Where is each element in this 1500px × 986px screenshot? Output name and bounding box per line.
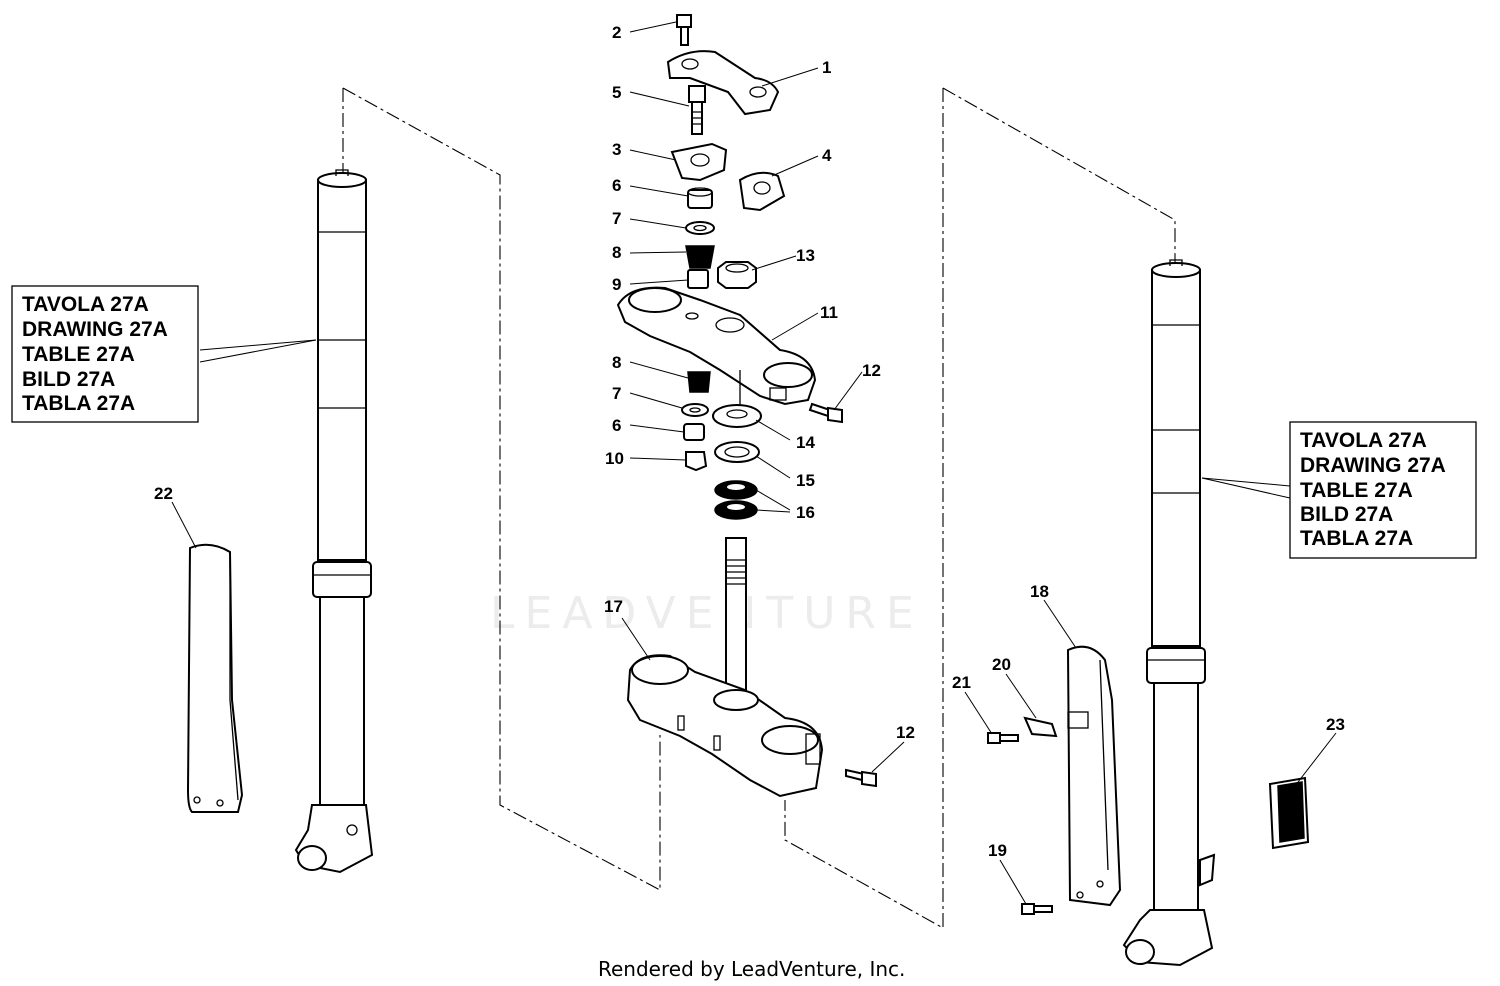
- bushing-6-lower[interactable]: [683, 423, 705, 441]
- brake-hose-clamp-20[interactable]: [1023, 716, 1058, 738]
- callout-11: 11: [820, 303, 838, 322]
- callout-17: 17: [604, 597, 623, 616]
- callout-8: 8: [612, 243, 621, 262]
- screw-21[interactable]: [987, 732, 1019, 744]
- callout-4: 4: [822, 146, 832, 165]
- ref-right-line-5: TABLA 27A: [1300, 527, 1413, 550]
- ref-right-line-2: DRAWING 27A: [1300, 454, 1446, 477]
- ref-left-line-1: TAVOLA 27A: [22, 293, 149, 316]
- callout-15: 15: [796, 471, 815, 490]
- callout-21: 21: [952, 673, 971, 692]
- ref-left-line-5: TABLA 27A: [22, 392, 135, 415]
- ref-right-line-3: TABLE 27A: [1300, 479, 1413, 502]
- right-fork-leg[interactable]: [1122, 259, 1216, 967]
- callout-14: 14: [796, 433, 815, 452]
- bearing-16[interactable]: [714, 480, 758, 520]
- right-fork-guard[interactable]: [1066, 645, 1122, 907]
- callout-9: 9: [612, 275, 621, 294]
- bolt-12-upper[interactable]: [808, 402, 843, 424]
- reference-box-right: TAVOLA 27A DRAWING 27A TABLE 27A BILD 27…: [1289, 421, 1477, 559]
- bushing-6-upper[interactable]: [687, 187, 713, 209]
- leader-lines: [171, 21, 1337, 905]
- ref-left-line-3: TABLE 27A: [22, 343, 135, 366]
- rubber-damper-8-lower[interactable]: [687, 371, 711, 393]
- callout-6: 6: [612, 416, 621, 435]
- bearing-15[interactable]: [714, 441, 760, 463]
- callout-7: 7: [612, 384, 621, 403]
- stem-nut-13[interactable]: [717, 261, 757, 289]
- reference-box-left: TAVOLA 27A DRAWING 27A TABLE 27A BILD 27…: [11, 285, 199, 423]
- watermark: LEADVENTURE: [490, 588, 924, 639]
- lower-triple-clamp-17[interactable]: [626, 537, 824, 798]
- dust-seal-14[interactable]: [712, 404, 762, 428]
- callout-7: 7: [612, 209, 621, 228]
- callout-1: 1: [822, 58, 831, 77]
- ref-left-line-2: DRAWING 27A: [22, 318, 168, 341]
- rubber-damper-8-upper[interactable]: [685, 245, 715, 269]
- screw-19[interactable]: [1021, 903, 1053, 915]
- bolt-2[interactable]: [676, 14, 692, 46]
- bolt-5[interactable]: [688, 85, 706, 135]
- callout-18: 18: [1030, 582, 1049, 601]
- callout-2: 2: [612, 23, 621, 42]
- left-fork-guard[interactable]: [186, 543, 244, 813]
- handlebar-clamp-lower-3[interactable]: [670, 142, 728, 182]
- callout-23: 23: [1326, 715, 1345, 734]
- washer-7-upper[interactable]: [685, 221, 715, 235]
- left-fork-leg[interactable]: [294, 169, 374, 874]
- callout-12: 12: [862, 361, 881, 380]
- handlebar-clamp-lower-4[interactable]: [738, 171, 786, 212]
- ref-right-line-4: BILD 27A: [1300, 503, 1393, 526]
- callout-22: 22: [154, 484, 173, 503]
- callout-16: 16: [796, 503, 815, 522]
- nut-10[interactable]: [685, 451, 708, 472]
- callout-8: 8: [612, 353, 621, 372]
- callout-20: 20: [992, 655, 1011, 674]
- callout-5: 5: [612, 83, 621, 102]
- ref-left-line-4: BILD 27A: [22, 368, 115, 391]
- callout-13: 13: [796, 246, 815, 265]
- callout-19: 19: [988, 841, 1007, 860]
- decal-23[interactable]: [1268, 776, 1310, 850]
- assembly-lines: [342, 87, 1176, 929]
- upper-triple-clamp-11[interactable]: [616, 286, 817, 410]
- callout-12: 12: [896, 723, 915, 742]
- footer-credit: Rendered by LeadVenture, Inc.: [598, 957, 905, 981]
- ref-right-line-1: TAVOLA 27A: [1300, 429, 1427, 452]
- spacer-9[interactable]: [687, 269, 709, 289]
- handlebar-clamp-upper-1[interactable]: [666, 50, 780, 116]
- bolt-12-lower[interactable]: [845, 768, 877, 788]
- washer-7-lower[interactable]: [681, 403, 709, 417]
- callout-10: 10: [605, 449, 624, 468]
- callouts: 2 1 5 3 4 6 7 8 9 13 11 12 8 7 6 10 14 1…: [154, 23, 1345, 860]
- callout-3: 3: [612, 140, 621, 159]
- callout-6: 6: [612, 176, 621, 195]
